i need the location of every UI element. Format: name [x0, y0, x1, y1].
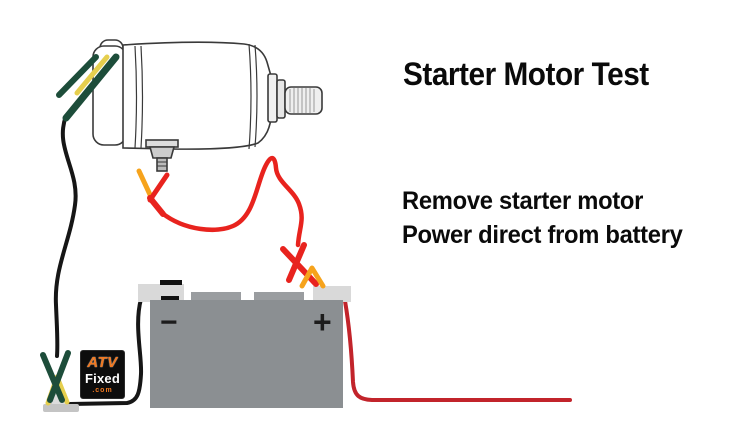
motor-shaft [284, 86, 323, 115]
power-wire-motor [159, 155, 304, 248]
battery-ground-clip [40, 350, 71, 406]
ground-junction [40, 350, 79, 412]
battery-positive-label: + [313, 304, 332, 340]
ground-wire-motor [53, 114, 78, 358]
motor-collar-ring-2 [276, 79, 286, 119]
battery-illustration: − + [138, 280, 351, 408]
logo-domain: .com [92, 387, 113, 394]
motor-body [122, 41, 272, 150]
motor-collar-ring [267, 73, 278, 123]
motor-shaft-splines [289, 88, 315, 113]
motor-seam-right-2 [254, 44, 258, 148]
page-title: Starter Motor Test [403, 56, 649, 92]
junction-tab-base [43, 404, 79, 412]
battery-vent-cap-right [254, 292, 304, 301]
instruction-text: Remove starter motor Power direct from b… [402, 184, 683, 252]
motor-seam-left [134, 45, 138, 149]
battery-vent-cap-left [191, 292, 241, 301]
wires [53, 114, 572, 406]
motor-power-clip [136, 168, 170, 217]
terminal-polarity-mark-top [160, 280, 182, 285]
battery-negative-label: − [160, 306, 178, 339]
power-wire-battery [343, 299, 572, 402]
battery-positive-clip [280, 242, 326, 289]
starter-motor-illustration [92, 39, 323, 172]
terminal-polarity-mark-bottom [161, 296, 179, 300]
motor-ground-clip [56, 53, 120, 122]
instruction-line-2: Power direct from battery [402, 221, 683, 249]
battery-positive-terminal [313, 286, 351, 302]
logo-brand-bottom: Fixed [85, 371, 120, 386]
logo-brand-top: ATV [87, 354, 118, 371]
instruction-line-1: Remove starter motor [402, 187, 644, 215]
motor-seam-left-2 [140, 45, 144, 149]
motor-terminal-stud [145, 139, 179, 172]
motor-seam-right [248, 43, 252, 150]
battery-body [150, 300, 343, 408]
atvfixed-logo: ATV Fixed .com [80, 350, 125, 399]
ground-wire-battery [68, 297, 144, 406]
